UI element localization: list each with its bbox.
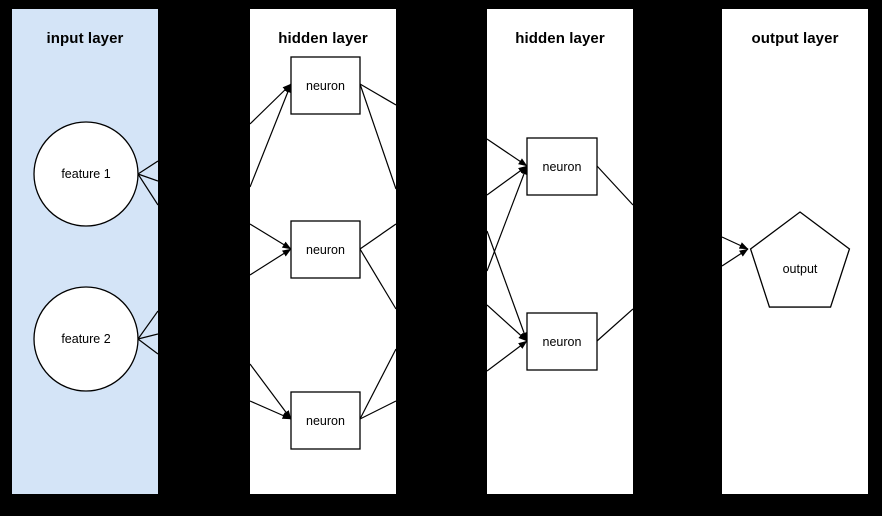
edges-into-output xyxy=(722,236,749,267)
node-label-hidden-1-neuron-2: neuron xyxy=(306,243,345,257)
layer-hidden-1-graphics: neuron neuron neuron xyxy=(250,56,396,450)
layer-hidden-2[interactable]: hidden layer xyxy=(487,9,633,494)
node-label-hidden-1-neuron-3: neuron xyxy=(306,414,345,428)
node-hidden-1-neuron-3[interactable]: neuron xyxy=(290,391,361,450)
edges-from-hidden-2-neuron-1 xyxy=(596,165,633,206)
layer-output[interactable]: output layer output xyxy=(722,9,868,494)
node-label-feature-1: feature 1 xyxy=(61,167,110,181)
edges-from-hidden-1-neuron-1 xyxy=(359,83,396,190)
node-label-hidden-2-neuron-2: neuron xyxy=(543,335,582,349)
layer-hidden-2-graphics: neuron neuron xyxy=(487,137,633,372)
edges-into-hidden-2-neuron-1 xyxy=(487,138,528,272)
layer-output-graphics: output xyxy=(722,211,851,308)
layer-title-hidden-1: hidden layer xyxy=(278,30,368,47)
node-feature-2[interactable]: feature 2 xyxy=(33,286,139,392)
node-output[interactable]: output xyxy=(749,211,851,308)
layer-input-graphics: feature 1 feature 2 xyxy=(33,121,158,392)
node-label-hidden-2-neuron-1: neuron xyxy=(543,160,582,174)
edges-from-hidden-1-neuron-2 xyxy=(359,223,396,310)
edges-from-feature-1 xyxy=(137,160,158,206)
layer-title-hidden-2: hidden layer xyxy=(515,30,605,47)
edges-from-hidden-2-neuron-2 xyxy=(596,308,633,342)
node-hidden-2-neuron-2[interactable]: neuron xyxy=(526,312,598,371)
layer-title-output: output layer xyxy=(751,30,839,47)
node-hidden-1-neuron-2[interactable]: neuron xyxy=(290,220,361,279)
edges-into-hidden-1-neuron-2 xyxy=(250,223,292,276)
node-feature-1[interactable]: feature 1 xyxy=(33,121,139,227)
layer-hidden-1[interactable]: hidden layer xyxy=(250,9,396,494)
layer-input[interactable]: input layer feature 1 feature xyxy=(12,9,158,494)
node-hidden-1-neuron-1[interactable]: neuron xyxy=(290,56,361,115)
edges-from-feature-2 xyxy=(137,310,158,355)
node-label-output: output xyxy=(783,262,818,276)
edges-into-hidden-2-neuron-2 xyxy=(487,230,528,372)
node-label-feature-2: feature 2 xyxy=(61,332,110,346)
edges-into-hidden-1-neuron-1 xyxy=(250,83,292,188)
edges-from-hidden-1-neuron-3 xyxy=(359,348,396,420)
node-label-hidden-1-neuron-1: neuron xyxy=(306,79,345,93)
layer-title-input: input layer xyxy=(46,30,124,47)
edges-into-hidden-1-neuron-3 xyxy=(250,363,292,420)
node-hidden-2-neuron-1[interactable]: neuron xyxy=(526,137,598,196)
